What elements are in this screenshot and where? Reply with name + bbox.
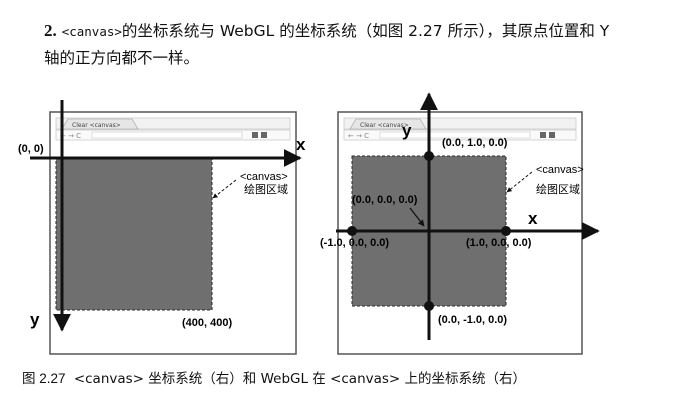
left-tab-bar (55, 117, 291, 130)
right-area-pointer (506, 171, 533, 193)
right-top-label: (0.0, 1.0, 0.0) (442, 137, 508, 149)
left-menu-icon (252, 132, 258, 138)
left-nav-back-icon: ← → C (60, 132, 81, 140)
right-menu-icon (540, 132, 546, 138)
right-center-label: (0.0, 0.0, 0.0) (352, 194, 418, 206)
right-x-axis-label: x (528, 209, 538, 228)
canvas-code-term: <canvas> (61, 24, 122, 39)
right-nav-back-icon: ← → C (348, 132, 369, 140)
left-browser-tab (61, 118, 139, 130)
left-y-axis-label: y (30, 310, 40, 329)
right-tab-bar (343, 117, 577, 130)
caption-text: <canvas> 坐标系统（右）和 WebGL 在 <canvas> 上的坐标系… (73, 371, 527, 387)
left-tab-title: Clear <canvas> (72, 122, 121, 129)
right-bottom-point (424, 301, 434, 311)
right-area-label-line2: 绘图区域 (536, 182, 580, 196)
right-right-label: (1.0, 0.0, 0.0) (466, 237, 532, 249)
right-area-label-line1: <canvas> (536, 164, 584, 176)
right-address-bar (379, 131, 531, 139)
left-address-bar (91, 131, 243, 139)
right-left-point (347, 226, 357, 236)
right-center-pointer (409, 207, 425, 227)
figure-caption: 图 2.27 <canvas> 坐标系统（右）和 WebGL 在 <canvas… (22, 370, 526, 388)
body-paragraph: 2. <canvas>的坐标系统与 WebGL 的坐标系统（如图 2.27 所示… (44, 18, 684, 71)
left-figure: Clear <canvas> ← → C (0, 0) x y (400, 40… (18, 100, 306, 355)
right-bottom-label: (0.0, -1.0, 0.0) (438, 314, 507, 326)
left-x-axis-label: x (296, 135, 306, 154)
left-area-label-line1: <canvas> (240, 171, 288, 183)
right-y-axis-label: y (402, 121, 412, 140)
left-corner-label: (400, 400) (182, 317, 232, 329)
right-right-point (501, 226, 511, 236)
paragraph-line-1: 2. <canvas>的坐标系统与 WebGL 的坐标系统（如图 2.27 所示… (44, 18, 684, 45)
paragraph-number: 2. (44, 21, 57, 40)
left-origin-label: (0, 0) (18, 143, 44, 155)
right-figure: Clear <canvas> ← → C y x (0.0, 1.0, 0.0)… (320, 92, 600, 355)
right-top-point (424, 151, 434, 161)
right-tab-title: Clear <canvas> (360, 122, 409, 129)
paragraph-line-1-text: 的坐标系统与 WebGL 的坐标系统（如图 2.27 所示），其原点位置和 Y (121, 22, 610, 40)
left-wrench-icon (261, 132, 267, 138)
right-left-label: (-1.0, 0.0, 0.0) (320, 237, 389, 249)
right-browser-tab (349, 118, 427, 130)
paragraph-line-2: 轴的正方向都不一样。 (44, 49, 200, 67)
caption-figure-number: 图 2.27 (22, 371, 66, 386)
left-area-label-line2: 绘图区域 (244, 182, 288, 196)
right-wrench-icon (549, 132, 555, 138)
left-canvas-area (55, 157, 213, 311)
